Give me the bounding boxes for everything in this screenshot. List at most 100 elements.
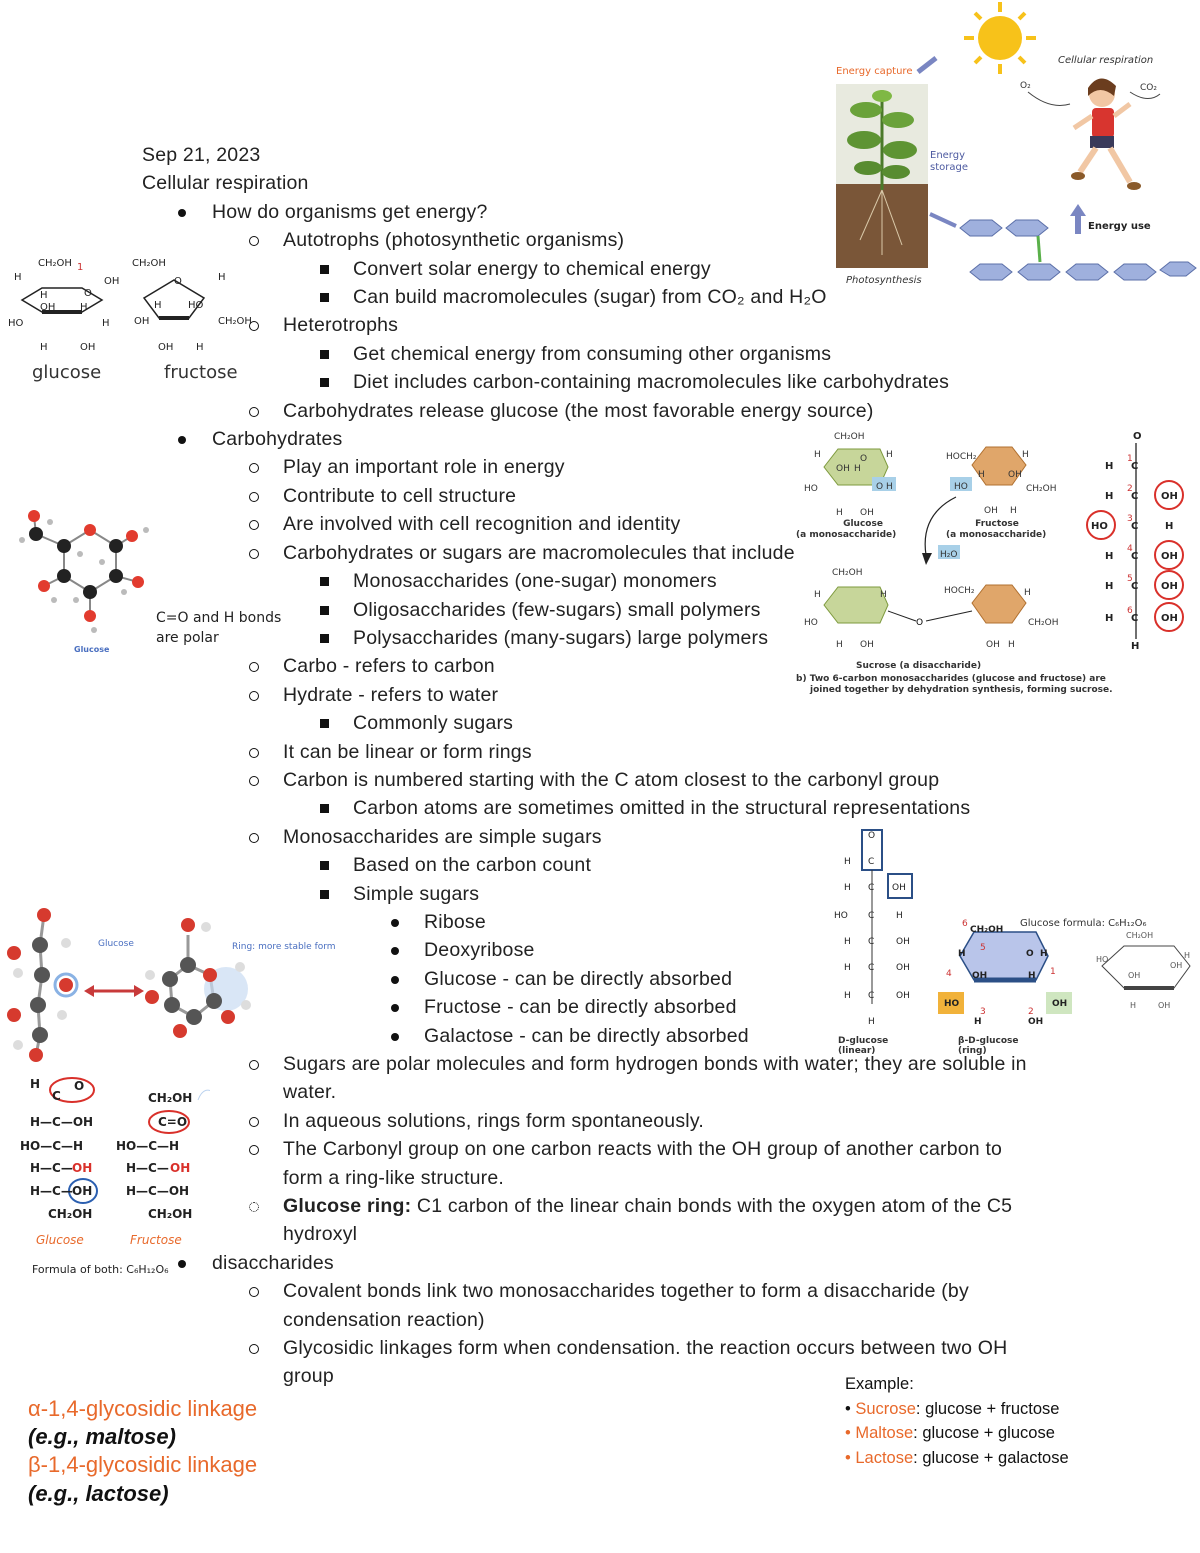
bullet-icon [249, 747, 259, 758]
svg-text:C: C [868, 911, 874, 921]
notes-body: Sep 21, 2023 Cellular respiration How do… [142, 141, 1042, 1391]
svg-text:C: C [1131, 491, 1138, 502]
svg-text:H—C—: H—C— [126, 1161, 169, 1175]
list-item: Hydrate - refers to water [142, 681, 1042, 709]
svg-text:OH: OH [984, 506, 998, 516]
svg-text:H: H [40, 342, 48, 353]
bullet-icon [249, 406, 259, 417]
glucose-formula-label: Glucose formula: C₆H₁₂O₆ [1020, 918, 1147, 929]
list-item: Autotrophs (photosynthetic organisms) [142, 226, 1042, 254]
svg-text:HO: HO [944, 999, 960, 1009]
fischer-fructose-label: Fructose [130, 1233, 182, 1247]
energy-cycle-figure: O₂ CO₂ Energy capture Energy storage Ene… [830, 0, 1200, 295]
example-item: • Sucrose: glucose + fructose [845, 1399, 1060, 1418]
svg-text:H: H [1105, 461, 1113, 472]
svg-text:OH: OH [896, 991, 910, 1001]
energy-storage-label: Energy storage [930, 150, 968, 173]
svg-text:H: H [1105, 581, 1113, 592]
bullet-icon [249, 775, 259, 786]
svg-text:OH: OH [1158, 1001, 1170, 1010]
svg-text:HOCH₂: HOCH₂ [944, 586, 975, 596]
list-item: It can be linear or form rings [142, 738, 1042, 766]
bullet-icon [320, 861, 329, 871]
svg-text:OH: OH [1161, 613, 1178, 624]
example-item: • Maltose: glucose + glucose [845, 1424, 1055, 1442]
glucose-mono-label: Glucose [843, 519, 883, 529]
svg-text:CH₂OH: CH₂OH [832, 568, 863, 578]
svg-text:H: H [1105, 613, 1113, 624]
svg-text:CH₂OH: CH₂OH [132, 258, 166, 269]
bullet-icon [320, 577, 329, 587]
list-item: Diet includes carbon-containing macromol… [142, 368, 1042, 396]
svg-text:HO—C—H: HO—C—H [116, 1139, 179, 1153]
svg-text:OH: OH [1128, 971, 1140, 980]
svg-text:O: O [1133, 431, 1142, 442]
photosynthesis-label: Photosynthesis [846, 275, 922, 286]
svg-text:O: O [916, 618, 923, 628]
svg-text:H: H [844, 857, 851, 867]
energy-capture-label: Energy capture [836, 66, 913, 77]
svg-text:H: H [844, 883, 851, 893]
svg-text:H: H [1131, 641, 1139, 652]
bullet-icon [391, 947, 399, 956]
alpha-linkage-example: (e.g., maltose) [28, 1424, 176, 1449]
glucose-3d-label: Glucose [98, 939, 134, 949]
svg-text:CH₂OH: CH₂OH [148, 1207, 192, 1221]
list-item: Contribute to cell structure [142, 482, 1042, 510]
bullet-icon [320, 378, 329, 388]
list-item: Commonly sugars [142, 709, 1042, 737]
example-title: Example: [845, 1375, 914, 1393]
bullet-icon [249, 1060, 259, 1070]
bullet-icon [249, 321, 259, 332]
fructose-mono-sub: (a monosaccharide) [946, 530, 1047, 540]
svg-text:H: H [218, 272, 226, 283]
bullet-icon [391, 1032, 399, 1041]
list-item: Oligosaccharides (few-sugars) small poly… [142, 596, 1042, 624]
sucrose-caption-1: Sucrose (a disaccharide) [856, 661, 982, 671]
fischer-glucose-label: Glucose [36, 1233, 84, 1247]
svg-text:1: 1 [1127, 454, 1133, 464]
svg-text:HO: HO [188, 300, 204, 311]
svg-text:H: H [40, 290, 48, 301]
beta-d-glucose-ring-label: β-D-glucose (ring) [958, 1036, 1019, 1056]
svg-text:OH: OH [104, 276, 119, 287]
svg-text:H: H [844, 963, 851, 973]
bullet-icon [320, 719, 329, 729]
svg-text:O H: O H [876, 482, 893, 492]
list-item: Polysaccharides (many-sugars) large poly… [142, 624, 1042, 652]
bullet-icon [249, 1344, 259, 1355]
svg-text:C: C [868, 857, 874, 867]
list-item: Monosaccharides are simple sugars [142, 823, 1042, 851]
ring-stable-note: Ring: more stable form [232, 942, 336, 952]
svg-text:H: H [154, 300, 162, 311]
svg-text:OH: OH [972, 971, 987, 981]
svg-text:O₂: O₂ [1020, 81, 1031, 91]
bullet-icon [320, 633, 329, 643]
list-item: Sugars are polar molecules and form hydr… [142, 1050, 1042, 1107]
svg-text:OH: OH [1161, 581, 1178, 592]
glucose-ball-svg [19, 510, 149, 633]
svg-text:OH: OH [1170, 961, 1182, 970]
svg-text:H: H [1022, 450, 1029, 460]
svg-text:OH: OH [158, 342, 173, 353]
d-glucose-linear-label: D-glucose (linear) [838, 1036, 889, 1056]
list-item: Carbohydrates or sugars are macromolecul… [142, 539, 1042, 567]
bullet-icon [249, 832, 259, 843]
bullet-icon [178, 1259, 186, 1268]
bullet-icon [249, 690, 259, 701]
svg-text:OH: OH [986, 640, 1000, 650]
svg-text:H: H [880, 590, 887, 600]
bullet-icon [249, 1202, 259, 1213]
svg-text:CH₂OH: CH₂OH [970, 925, 1003, 935]
list-item: Galactose - can be directly absorbed [142, 1022, 1042, 1050]
svg-text:H: H [1008, 640, 1015, 650]
disaccharide-examples: Example: • Sucrose: glucose + fructose •… [845, 1372, 1069, 1470]
svg-text:C: C [1131, 613, 1138, 624]
glucose-label: glucose [32, 362, 102, 383]
bullet-icon [391, 1004, 399, 1013]
bullet-icon [249, 548, 259, 559]
svg-text:C: C [868, 937, 874, 947]
